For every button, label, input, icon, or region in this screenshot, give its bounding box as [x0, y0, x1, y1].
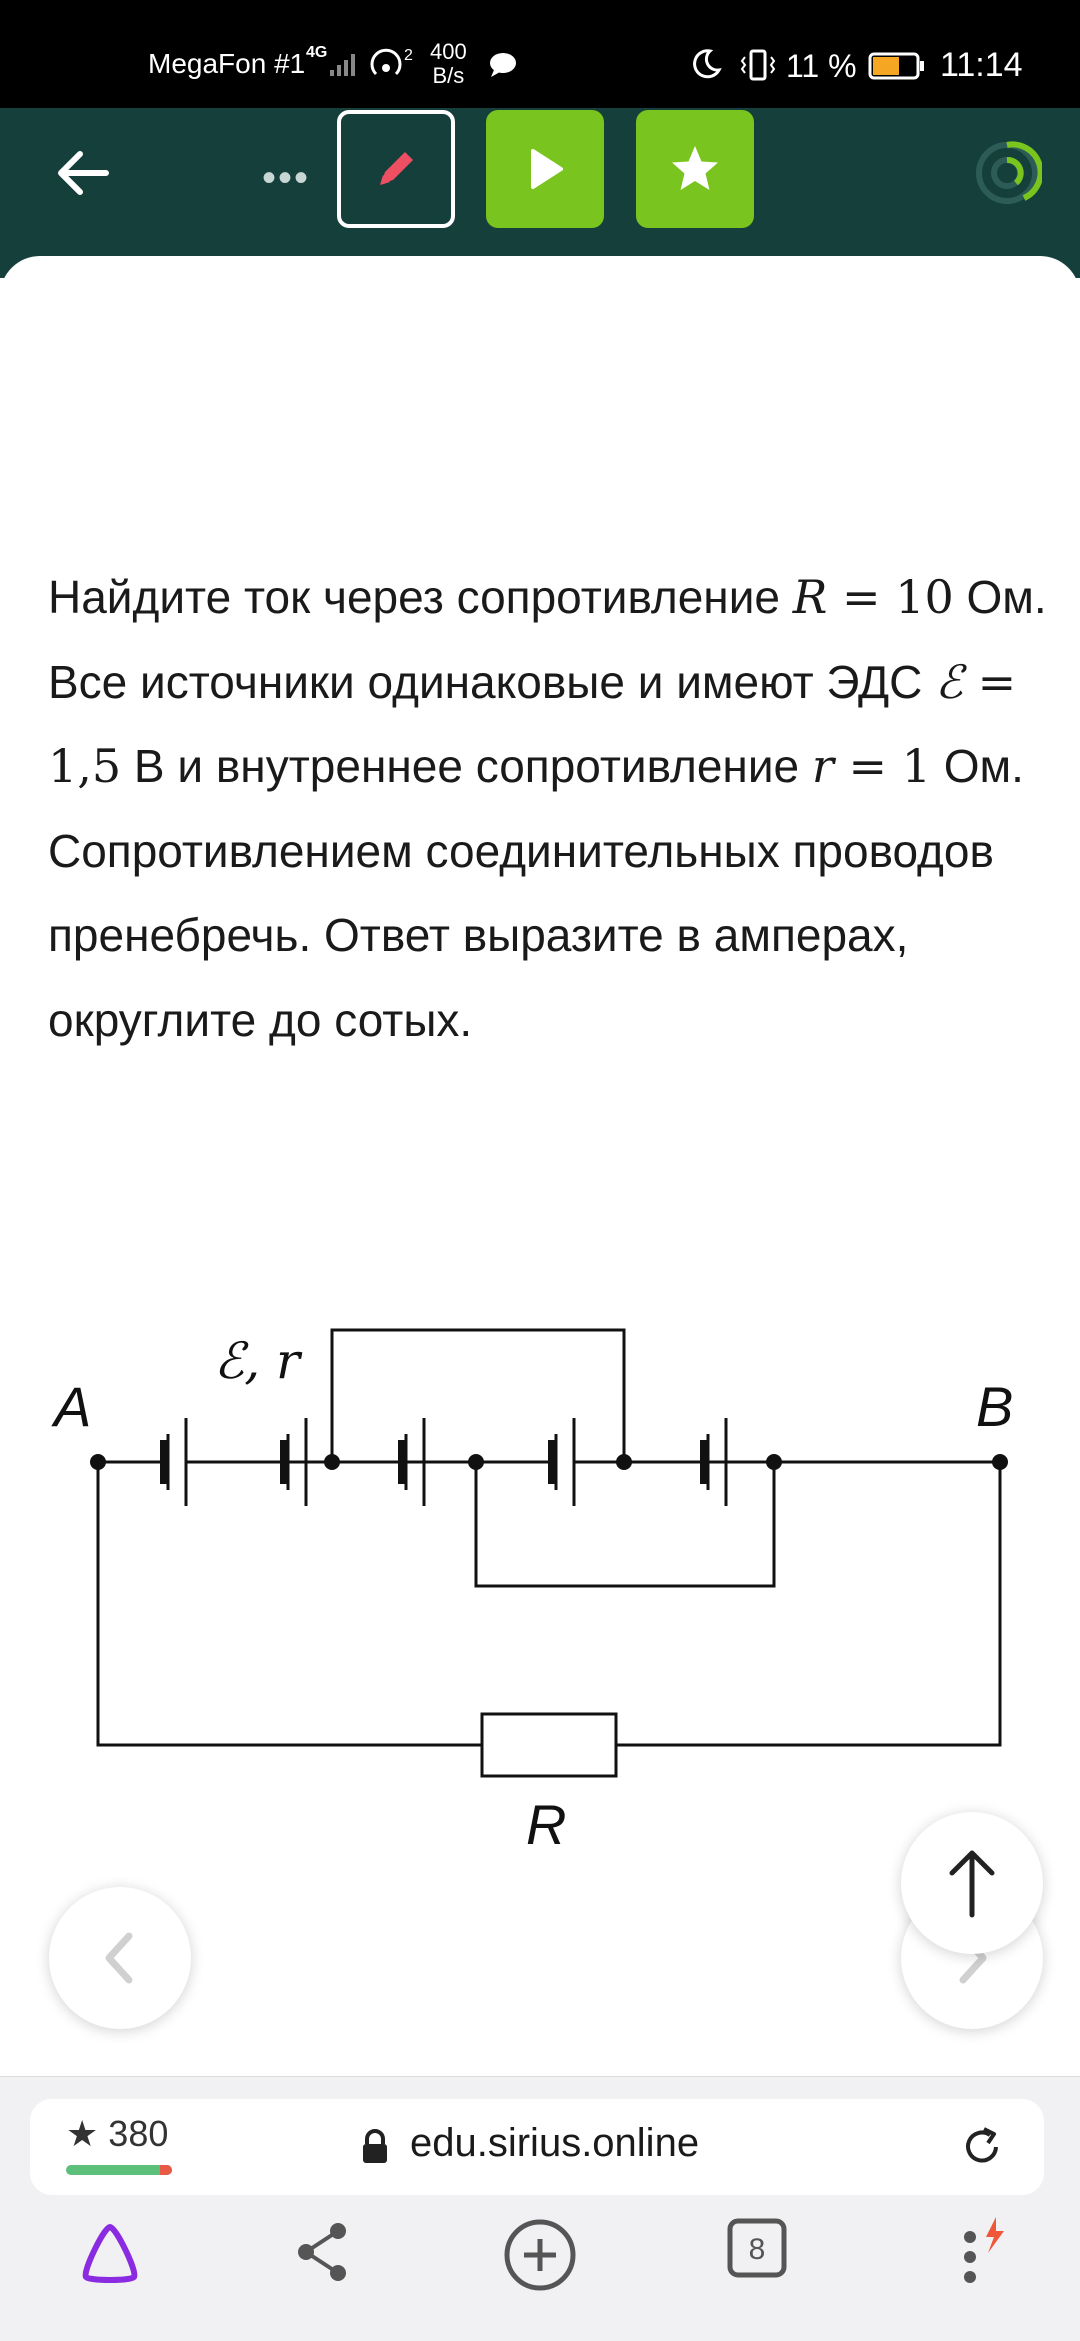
- math-symbol: ℰ: [935, 654, 963, 709]
- circuit-diagram: A B ℰ, r R: [51, 1328, 1013, 1856]
- math-formula: ℰ = 1,5: [48, 655, 1016, 794]
- battery-percent: 11 %: [786, 48, 857, 84]
- more-dots-icon[interactable]: •••: [262, 156, 311, 200]
- reload-icon[interactable]: [960, 2125, 1004, 2174]
- label-source: ℰ, r: [214, 1332, 303, 1390]
- scroll-to-top-button[interactable]: [901, 1812, 1043, 1954]
- math-value: = 10: [827, 570, 954, 624]
- vibrate-icon: [738, 48, 778, 87]
- status-bar: MegaFon #1 4G 2 400 B/s: [0, 0, 1080, 108]
- speed-value: 400: [430, 39, 467, 64]
- network-speed: 400 B/s: [430, 40, 467, 88]
- previous-task-button[interactable]: [49, 1887, 191, 2029]
- browser-toolbar: ★ 380 edu.sirius.online: [0, 2076, 1080, 2341]
- speed-unit: B/s: [432, 63, 465, 88]
- rating-value: 380: [108, 2113, 169, 2154]
- label-a: A: [51, 1375, 91, 1438]
- edit-button[interactable]: [337, 110, 455, 228]
- rating-badge[interactable]: ★ 380: [66, 2113, 168, 2155]
- problem-text-part: В и внутреннее сопротивление: [121, 740, 812, 792]
- progress-ring-icon[interactable]: [972, 138, 1044, 213]
- problem-text-part: Ом. Все источники одинаковые и имеют ЭДС: [48, 571, 1047, 708]
- math-formula: R = 10: [793, 570, 954, 624]
- junction-dots: [90, 1454, 1008, 1470]
- new-tab-plus-icon[interactable]: [502, 2217, 578, 2298]
- play-icon: [531, 149, 563, 189]
- tabs-count: 8: [749, 2233, 766, 2266]
- battery-cell-4: [548, 1418, 576, 1506]
- problem-text-part: Найдите ток через сопротивление: [48, 571, 793, 623]
- lock-icon: [360, 2129, 390, 2170]
- star-icon: [672, 146, 718, 190]
- play-button[interactable]: [486, 110, 604, 228]
- arrow-left-icon: [58, 151, 109, 195]
- url-text[interactable]: edu.sirius.online: [410, 2121, 700, 2165]
- pencil-icon: [380, 152, 413, 185]
- clock: 11:14: [940, 46, 1023, 84]
- alice-icon[interactable]: [74, 2217, 146, 2294]
- circuit-wires: [96, 1328, 1002, 1778]
- label-b: B: [976, 1375, 1013, 1438]
- chat-notification-icon: [488, 52, 518, 83]
- label-r: R: [526, 1793, 566, 1856]
- hotspot-icon: 2: [370, 47, 420, 87]
- arrow-up-icon: [949, 1850, 995, 1918]
- math-value: = 1: [833, 739, 931, 793]
- problem-text-part: Ом. Сопротивлением соединительных провод…: [48, 740, 1024, 1046]
- task-card: [0, 256, 1080, 2076]
- menu-more-icon[interactable]: [950, 2217, 1020, 2302]
- math-symbol: R: [792, 570, 828, 624]
- problem-text: Найдите ток через сопротивление R = 10 О…: [48, 555, 1048, 1062]
- rating-bar-end: [160, 2165, 172, 2175]
- rating-bar: [66, 2165, 172, 2175]
- math-value: = 1,5: [48, 654, 1017, 794]
- app-header: •••: [0, 108, 1080, 278]
- battery-icon: [868, 52, 926, 85]
- do-not-disturb-icon: [690, 48, 722, 85]
- star-rating-icon: ★: [66, 2113, 99, 2154]
- math-formula: r = 1: [812, 739, 931, 793]
- back-button[interactable]: [48, 138, 118, 208]
- chevron-left-icon: [105, 1932, 133, 1984]
- tabs-counter-icon[interactable]: 8: [726, 2217, 788, 2284]
- math-symbol: r: [811, 739, 834, 793]
- share-icon[interactable]: [288, 2217, 358, 2292]
- hotspot-count: 2: [404, 48, 413, 64]
- carrier-name: MegaFon #1: [148, 48, 306, 79]
- network-type: 4G: [306, 44, 328, 61]
- signal-icon: [328, 50, 360, 83]
- battery-cell-1: [160, 1418, 188, 1506]
- favorite-button[interactable]: [636, 110, 754, 228]
- address-bar[interactable]: ★ 380 edu.sirius.online: [30, 2099, 1044, 2195]
